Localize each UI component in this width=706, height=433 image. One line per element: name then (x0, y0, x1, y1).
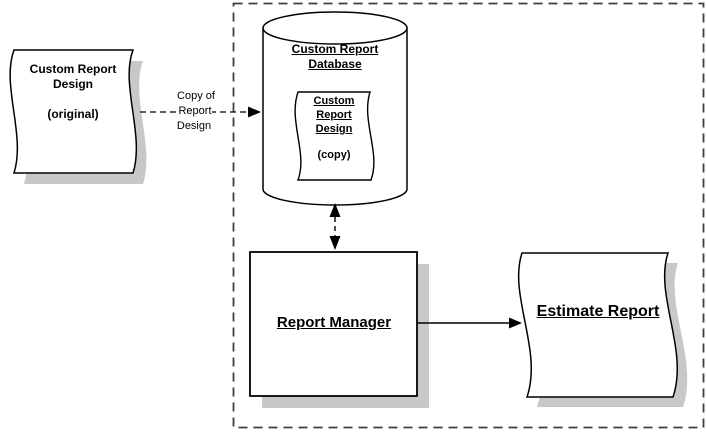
copy-arrow-label-text: Copy of Report Design (175, 90, 215, 132)
copy-design-subtitle: (copy) (317, 149, 351, 161)
cylinder-top (262, 11, 408, 45)
right-arrowhead-icon (248, 106, 261, 118)
report-manager-box-shape (249, 251, 429, 408)
report-manager-title: Report Manager (276, 314, 392, 331)
right-arrowhead-icon (509, 317, 522, 329)
copy-arrow-label: Copy of Report Design (163, 89, 227, 134)
database-title: Custom Report Database (291, 42, 379, 71)
copy-design-document-shape (294, 91, 375, 181)
database-manager-connector (329, 203, 341, 250)
estimate-report-document-shape (517, 252, 688, 407)
copy-design-title: Custom Report Design (313, 95, 355, 135)
original-design-title: Custom Report Design (29, 62, 117, 91)
report-output-arrow (417, 317, 522, 329)
down-arrowhead-icon (329, 236, 341, 250)
estimate-report-outline (517, 252, 678, 398)
estimate-report-title: Estimate Report (536, 303, 660, 320)
original-design-outline (9, 49, 138, 174)
report-manager-outline (249, 251, 418, 397)
original-design-subtitle: (original) (47, 107, 99, 121)
up-arrowhead-icon (329, 203, 341, 217)
original-design-document-shape (9, 49, 147, 184)
system-boundary-dashed-border (232, 2, 705, 429)
